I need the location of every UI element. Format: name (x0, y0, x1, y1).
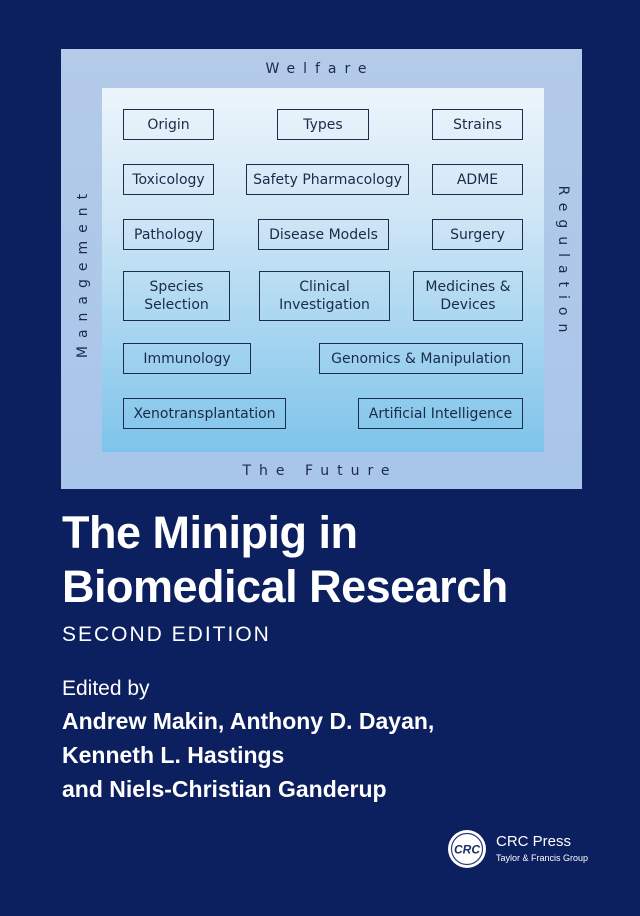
topic-box-genomics-manipulation: Genomics & Manipulation (319, 343, 523, 374)
frame-label-future: The Future (242, 463, 398, 479)
frame-label-management: Management (75, 185, 91, 359)
publisher-group: Taylor & Francis Group (496, 853, 589, 863)
topic-box-medicines-devices: Medicines & Devices (413, 271, 523, 321)
edition-label: SECOND EDITION (62, 623, 271, 646)
topic-box-xenotransplantation: Xenotransplantation (123, 398, 286, 429)
topic-box-toxicology: Toxicology (123, 164, 214, 195)
publisher-name: CRC Press (496, 833, 572, 850)
topic-box-surgery: Surgery (432, 219, 523, 250)
topic-box-pathology: Pathology (123, 219, 214, 250)
topic-box-disease-models: Disease Models (258, 219, 389, 250)
frame-label-regulation: Regulation (555, 185, 571, 341)
topic-box-strains: Strains (432, 109, 523, 140)
edited-by-label: Edited by (62, 677, 150, 700)
book-title: The Minipig in Biomedical Research (62, 506, 622, 614)
diagram-inner-panel (102, 88, 544, 452)
crc-press-logo-icon: CRC (448, 830, 486, 868)
topic-box-artificial-intelligence: Artificial Intelligence (358, 398, 523, 429)
editor-names-line-2: Kenneth L. Hastings (62, 742, 285, 768)
book-title-line-1: The Minipig in (62, 507, 358, 558)
editor-names-line-3: and Niels-Christian Ganderup (62, 776, 387, 802)
editor-names: Andrew Makin, Anthony D. Dayan, Kenneth … (62, 704, 434, 806)
frame-label-welfare: Welfare (265, 61, 375, 77)
topic-box-types: Types (277, 109, 369, 140)
topic-box-clinical-investigation: Clinical Investigation (259, 271, 390, 321)
editor-names-line-1: Andrew Makin, Anthony D. Dayan, (62, 708, 435, 734)
topic-box-immunology: Immunology (123, 343, 251, 374)
topic-box-safety-pharmacology: Safety Pharmacology (246, 164, 409, 195)
crc-logo-text: CRC (454, 843, 480, 857)
book-title-line-2: Biomedical Research (62, 561, 508, 612)
topic-box-origin: Origin (123, 109, 214, 140)
topic-box-adme: ADME (432, 164, 523, 195)
topic-box-species-selection: Species Selection (123, 271, 230, 321)
